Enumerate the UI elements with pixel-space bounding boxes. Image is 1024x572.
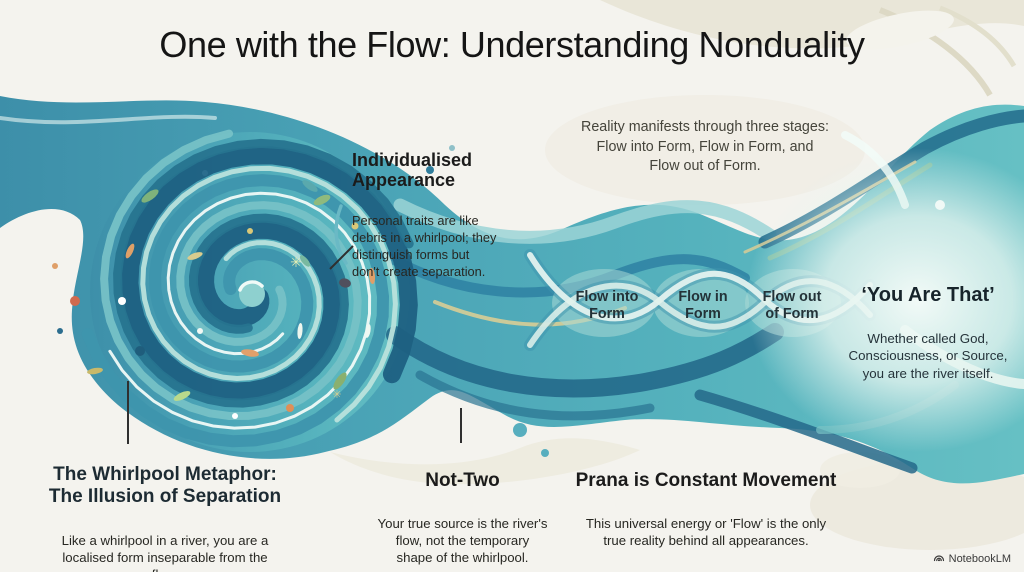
svg-text:✳: ✳ xyxy=(332,389,341,401)
flow-label-out-of-form: Flow out of Form xyxy=(762,289,822,323)
you-are-that-heading: ‘You Are That’ xyxy=(861,284,995,306)
prana-heading: Prana is Constant Movement xyxy=(575,470,837,491)
section-whirlpool-metaphor: The Whirlpool Metaphor: The Illusion of … xyxy=(34,446,296,572)
not-two-heading: Not-Two xyxy=(425,470,500,491)
flow-label-in-form: Flow in Form xyxy=(678,289,728,323)
beige-background-shapes xyxy=(330,0,1024,550)
debris-group: ✳ ✳ xyxy=(52,145,455,419)
notebooklm-swirl-icon xyxy=(933,555,944,562)
section-prana: Prana is Constant Movement This universa… xyxy=(566,452,846,567)
whirlpool-metaphor-body: Like a whirlpool in a river, you are a l… xyxy=(61,532,269,572)
individualised-appearance-body: Personal traits are like debris in a whi… xyxy=(352,213,497,279)
watermark-label: NotebookLM xyxy=(948,553,1011,565)
svg-text:✳: ✳ xyxy=(290,254,302,270)
prana-body: This universal energy or 'Flow' is the o… xyxy=(585,516,827,549)
section-not-two: Not-Two Your true source is the river's … xyxy=(360,452,565,572)
not-two-body: Your true source is the river's flow, no… xyxy=(377,516,548,566)
notebooklm-watermark: NotebookLM xyxy=(933,553,1011,565)
whirlpool-metaphor-heading: The Whirlpool Metaphor: The Illusion of … xyxy=(48,464,282,508)
stages-note: Reality manifests through three stages: … xyxy=(581,119,829,175)
callout-lines xyxy=(127,245,462,444)
whirlpool-center-highlight xyxy=(238,280,264,292)
section-individualised-appearance: Individualised Appearance Personal trait… xyxy=(352,132,530,299)
you-are-that-body: Whether called God, Consciousness, or So… xyxy=(848,331,1008,381)
source-glow xyxy=(746,148,1024,452)
page-title: One with the Flow: Understanding Nondual… xyxy=(159,24,865,65)
section-you-are-that: ‘You Are That’ Whether called God, Consc… xyxy=(832,266,1024,400)
callout-line-individualised xyxy=(329,245,354,270)
individualised-appearance-heading: Individualised Appearance xyxy=(352,150,473,191)
whirlpool-center xyxy=(239,281,265,307)
splash-dots xyxy=(513,200,945,457)
flow-label-into-form: Flow into Form xyxy=(575,289,639,323)
whirlpool-spiral xyxy=(81,129,418,448)
